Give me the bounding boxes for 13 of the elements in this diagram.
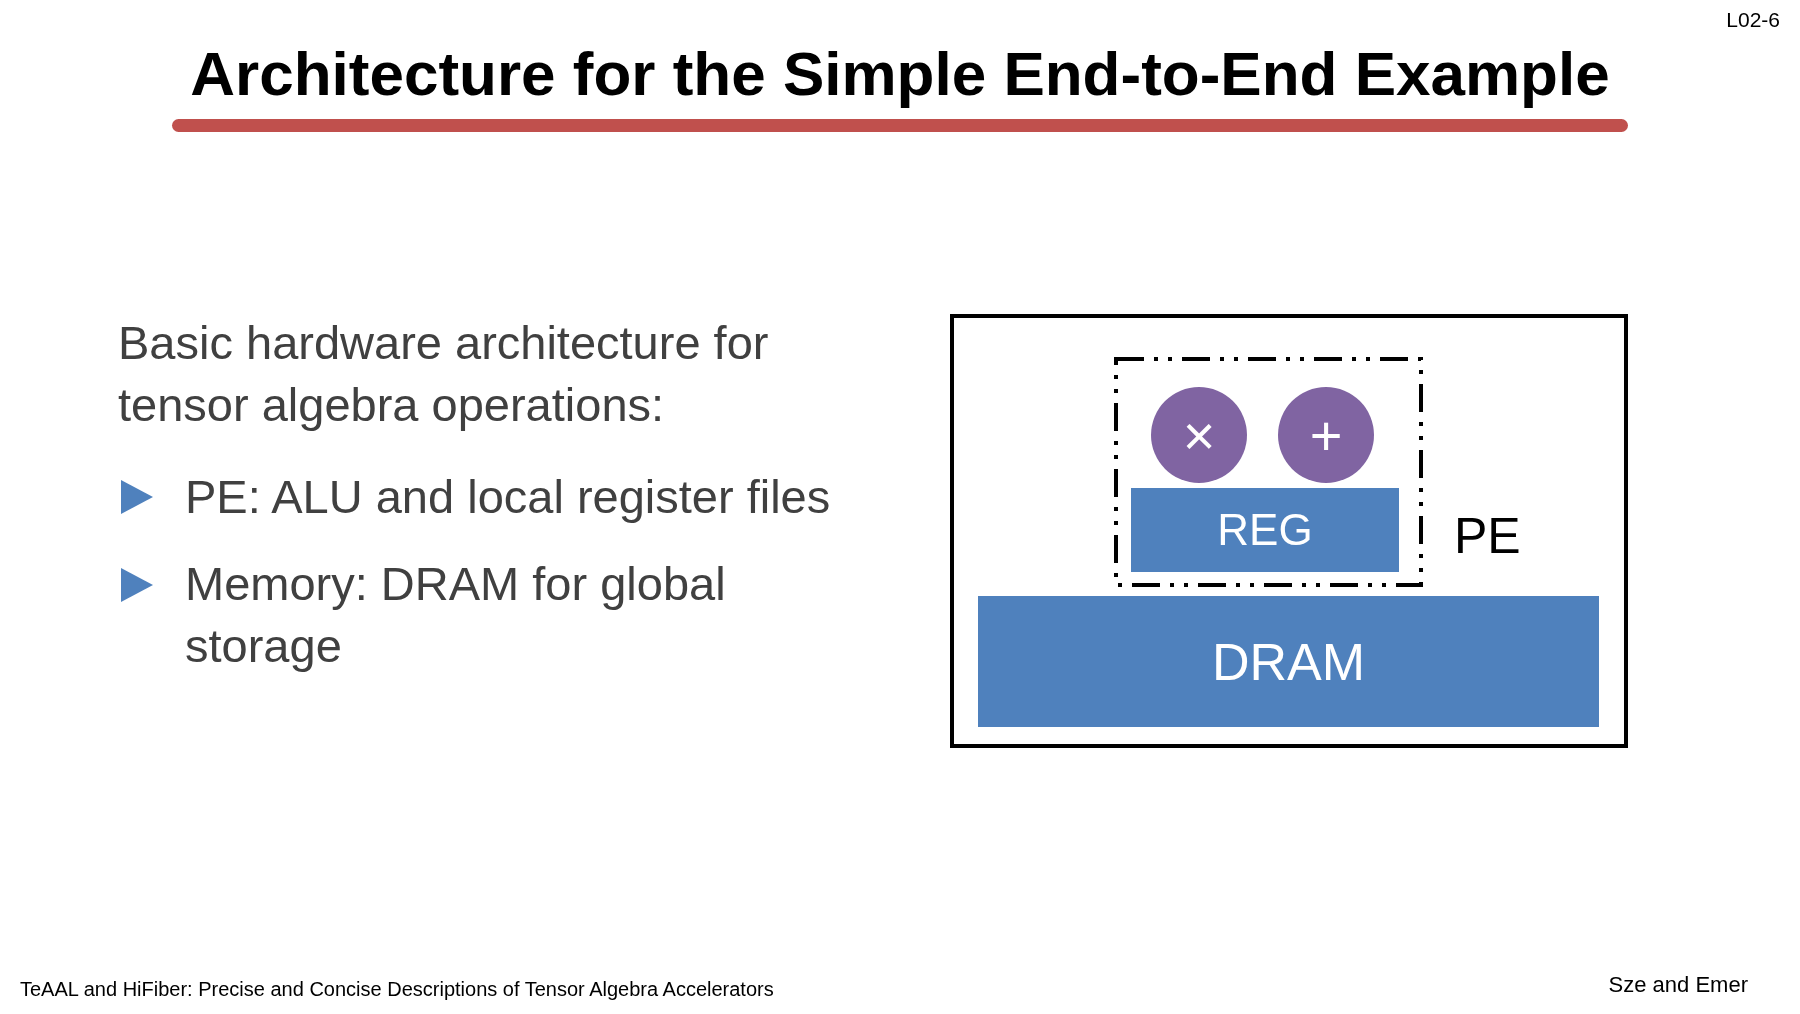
pe-label: PE — [1454, 507, 1521, 565]
memory-block: DRAM — [978, 596, 1599, 727]
body-text: Basic hardware architecture for tensor algebra operations: — [118, 315, 770, 433]
slide-title: Architecture for the Simple End-to-End Example — [189, 38, 1611, 109]
multiplier-circle: × — [1151, 387, 1247, 483]
slide-number: L02-6 — [1726, 8, 1780, 32]
system-frame — [950, 314, 1628, 748]
adder-circle: + — [1278, 387, 1374, 483]
register-block: REG — [1131, 488, 1399, 572]
footer-text: TeAAL and HiFiber: Precise and Concise Descriptions of Tensor Algebra Accelerators — [20, 978, 774, 1001]
bullet-text: Memory: DRAM for global storage — [185, 556, 727, 674]
author-text: Sze and Emer — [1608, 972, 1748, 998]
bullet-text: PE: ALU and local register files — [185, 469, 832, 525]
